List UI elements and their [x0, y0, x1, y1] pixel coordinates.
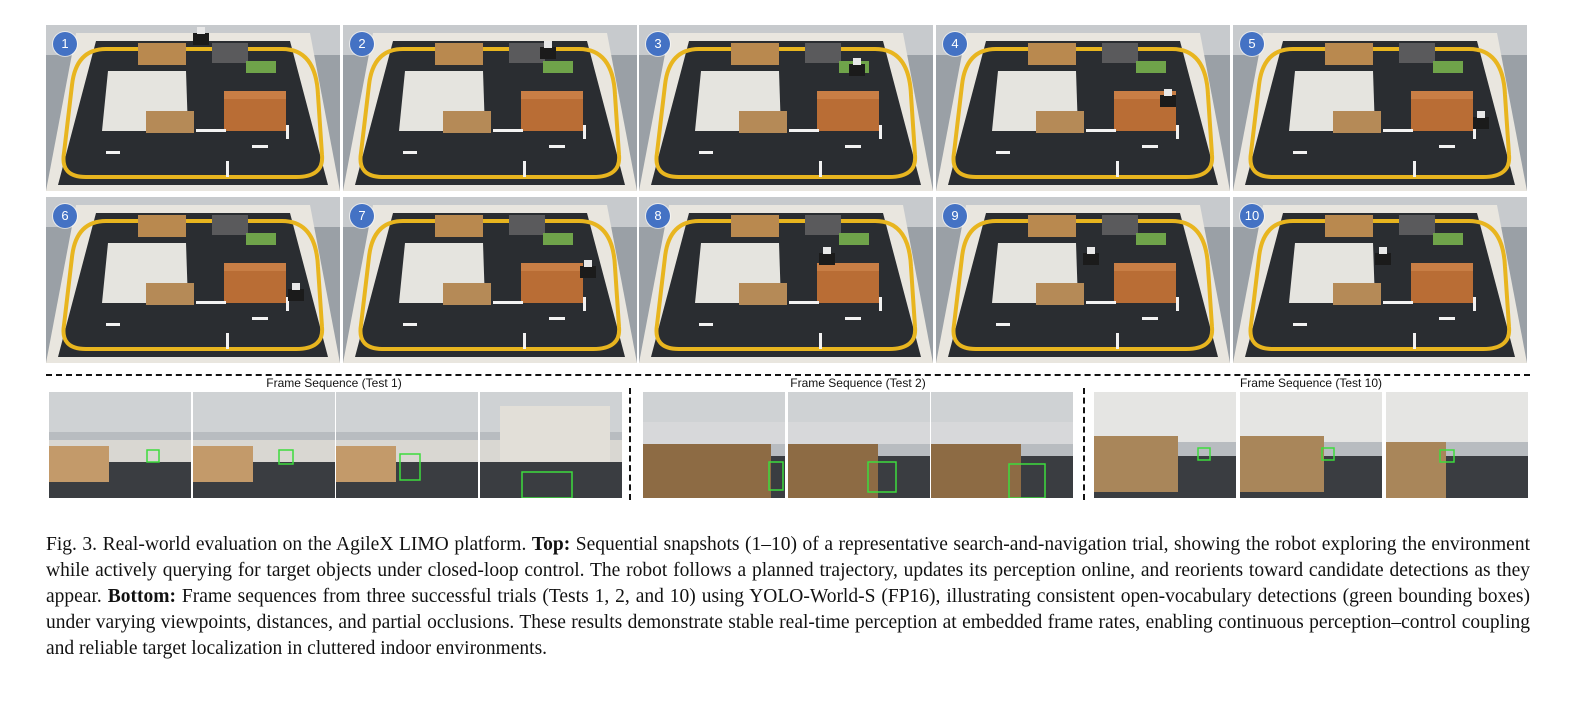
- frame-test2: [643, 392, 785, 498]
- robot: [193, 27, 209, 45]
- snapshot-number-badge: 10: [1240, 204, 1264, 228]
- snapshot-4: 4: [936, 25, 1230, 191]
- camera-frame-image: [788, 392, 930, 498]
- sequence-title-test2: Frame Sequence (Test 2): [790, 376, 926, 390]
- caption-bottom-label: Bottom:: [107, 586, 176, 607]
- robot: [1375, 247, 1391, 265]
- frame-test1: [480, 392, 622, 498]
- snapshot-number-badge: 2: [350, 32, 374, 56]
- camera-frame-image: [480, 392, 622, 498]
- frame-test10: [1094, 392, 1236, 498]
- arena-image: [1233, 197, 1527, 363]
- camera-frame-image: [1386, 392, 1528, 498]
- detection-box: [521, 471, 573, 498]
- arena-image: [343, 25, 637, 191]
- snapshot-number-badge: 1: [53, 32, 77, 56]
- detection-box: [399, 453, 421, 481]
- sequence-divider-2: [1083, 388, 1085, 500]
- snapshot-number-badge: 7: [350, 204, 374, 228]
- caption-text-3: Frame sequences from three successful tr…: [46, 586, 1530, 659]
- caption-text-2: Sequential snapshots (1–10) of a represe…: [46, 534, 1530, 607]
- sequence-title-test10: Frame Sequence (Test 10): [1239, 376, 1383, 390]
- camera-frame-image: [931, 392, 1073, 498]
- caption-text-1: Real-world evaluation on the AgileX LIMO…: [97, 534, 532, 555]
- detection-box: [146, 449, 160, 463]
- sequence-divider-1: [629, 388, 631, 500]
- snapshot-number-badge: 3: [646, 32, 670, 56]
- detection-box: [1439, 449, 1455, 463]
- robot: [849, 58, 865, 76]
- snapshot-2: 2: [343, 25, 637, 191]
- detection-box: [1321, 447, 1335, 461]
- camera-frame-image: [49, 392, 191, 498]
- robot: [1160, 89, 1176, 107]
- snapshot-10: 10: [1233, 197, 1527, 363]
- camera-frame-image: [1094, 392, 1236, 498]
- snapshot-7: 7: [343, 197, 637, 363]
- snapshot-number-badge: 8: [646, 204, 670, 228]
- robot: [540, 41, 556, 59]
- snapshot-number-badge: 6: [53, 204, 77, 228]
- frame-test1: [336, 392, 478, 498]
- robot: [1473, 111, 1489, 129]
- snapshot-grid: 1: [46, 25, 1530, 365]
- detection-box: [278, 449, 294, 465]
- snapshot-number-badge: 5: [1240, 32, 1264, 56]
- snapshot-1: 1: [46, 25, 340, 191]
- frame-test10: [1386, 392, 1528, 498]
- detection-box: [1008, 463, 1046, 498]
- robot: [1083, 247, 1099, 265]
- camera-frame-image: [336, 392, 478, 498]
- frame-test10: [1240, 392, 1382, 498]
- figure-label: Fig. 3.: [46, 534, 98, 555]
- arena-image: [46, 197, 340, 363]
- detection-box: [867, 461, 897, 493]
- frame-test1: [49, 392, 191, 498]
- snapshot-number-badge: 4: [943, 32, 967, 56]
- robot: [580, 260, 596, 278]
- camera-frame-image: [1240, 392, 1382, 498]
- detection-box: [768, 461, 784, 491]
- section-divider: [46, 374, 1530, 376]
- frame-test1: [193, 392, 335, 498]
- frame-test2: [931, 392, 1073, 498]
- arena-image: [343, 197, 637, 363]
- arena-image: [1233, 25, 1527, 191]
- snapshot-5: 5: [1233, 25, 1527, 191]
- arena-image: [936, 25, 1230, 191]
- camera-frame-image: [193, 392, 335, 498]
- arena-image: [936, 197, 1230, 363]
- robot: [819, 247, 835, 265]
- frame-test2: [788, 392, 930, 498]
- snapshot-number-badge: 9: [943, 204, 967, 228]
- sequence-title-test1: Frame Sequence (Test 1): [266, 376, 402, 390]
- arena-image: [46, 25, 340, 191]
- snapshot-8: 8: [639, 197, 933, 363]
- snapshot-9: 9: [936, 197, 1230, 363]
- figure-caption: Fig. 3. Real-world evaluation on the Agi…: [46, 532, 1530, 662]
- camera-frame-image: [643, 392, 785, 498]
- snapshot-6: 6: [46, 197, 340, 363]
- arena-image: [639, 25, 933, 191]
- arena-image: [639, 197, 933, 363]
- snapshot-3: 3: [639, 25, 933, 191]
- caption-top-label: Top:: [531, 534, 571, 555]
- robot: [288, 283, 304, 301]
- detection-box: [1197, 447, 1211, 461]
